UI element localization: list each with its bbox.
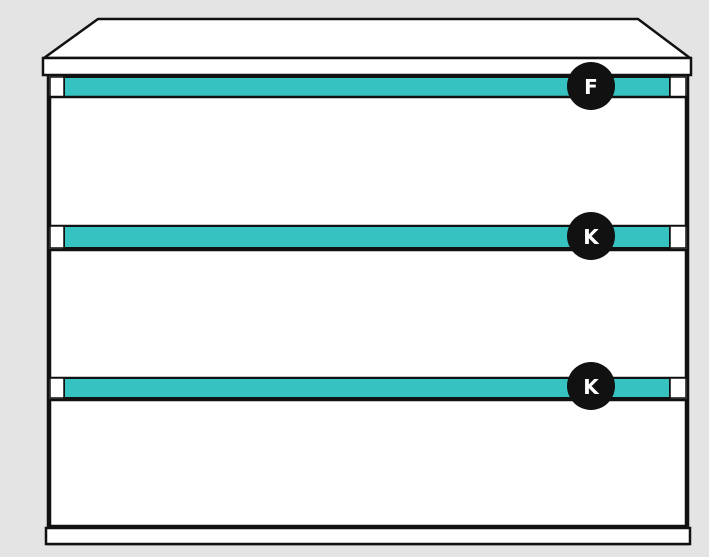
marker-circle-3 xyxy=(567,362,615,410)
rail-marker-1: F xyxy=(567,62,615,110)
rail-end-left-3 xyxy=(49,377,65,399)
rail-marker-3: K xyxy=(567,362,615,410)
drawer-front-1 xyxy=(48,95,688,228)
rail-end-left-2 xyxy=(49,225,65,249)
drawer-front-3 xyxy=(48,398,688,528)
rail-end-right-1 xyxy=(669,76,687,98)
rail-label-1: F xyxy=(584,75,598,99)
rail-label-3: K xyxy=(583,375,600,399)
top-panel xyxy=(42,17,692,60)
rail-marker-2: K xyxy=(567,212,615,260)
marker-circle-2 xyxy=(567,212,615,260)
top-panel-edge xyxy=(41,56,693,77)
drawer-front-2 xyxy=(48,248,688,380)
marker-circle-1 xyxy=(567,62,615,110)
rail-end-left-1 xyxy=(49,76,65,98)
rail-end-right-3 xyxy=(669,377,687,399)
rail-end-right-2 xyxy=(669,225,687,249)
plinth xyxy=(44,526,692,546)
rail-label-2: K xyxy=(583,225,600,249)
